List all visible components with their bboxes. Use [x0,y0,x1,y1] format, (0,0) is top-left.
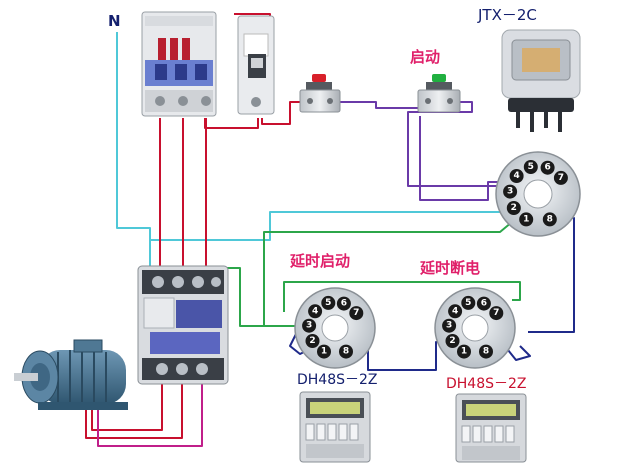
timer-left-pin-label-8: 8 [343,347,349,357]
relay-socket-pin-6 [540,160,555,175]
motor [14,339,128,410]
relay-socket-pin-label-6: 6 [544,163,550,173]
timer-right-pin-5 [461,295,476,310]
timer-right-pin-8 [479,344,493,359]
wire-relay-timer [263,221,513,327]
relay-socket-pin-label-1: 1 [523,214,529,224]
wires [85,13,575,447]
timer-right-pin-label-4: 4 [452,306,458,316]
wire-motor-v [85,380,183,439]
neutral-label: N [108,12,121,30]
wire-green-timers [283,281,521,312]
relay-socket-pin-8 [542,212,557,227]
timer-left-pin-5 [321,295,336,310]
timer-right-pin-4 [448,304,463,319]
start-button-label: 启动 [410,48,440,66]
timer-left-pin-label-3: 3 [306,321,312,331]
timer-right-pin-7 [489,306,504,321]
wire-motor-w [97,380,203,447]
timer-left-pin-3 [302,318,317,333]
relay-jtx-2c [501,29,581,132]
timer-left-model-label: DH48S－2Z [297,372,378,388]
timer-left-pin-label-4: 4 [312,306,318,316]
start-button [417,74,461,113]
timer-right-pin-label-1: 1 [461,347,467,357]
timer-right-pin-label-6: 6 [481,299,487,309]
wire-neutral-relay [150,211,500,241]
timer-left-pin-6 [336,296,351,311]
wire-motor-u [91,380,163,431]
timer-right-pin-2 [445,334,460,348]
timer-right-pin-label-8: 8 [483,347,489,357]
timer-right [455,393,527,463]
relay-socket-pin-label-3: 3 [507,187,513,197]
timer-left-pin-label-2: 2 [309,336,315,346]
relay-socket-pin-label-2: 2 [511,203,517,213]
timer-right-pin-label-3: 3 [446,321,452,331]
timer-left-pin-label-1: 1 [321,347,327,357]
timer-left-pin-8 [339,344,353,359]
delay-start-label: 延时启动 [289,252,350,270]
timer-right-pin-1 [457,344,471,359]
timer-left [299,391,371,463]
relay-socket-pin-3 [503,184,518,199]
timer-left-pin-label-6: 6 [341,299,347,309]
relay-socket-pin-4 [509,169,524,183]
timer-left-pin-2 [305,334,320,348]
timer-left-pin-1 [317,344,331,359]
timer-right-pin-label-7: 7 [493,308,499,318]
timer-left-pin-label-5: 5 [325,298,331,308]
timer-left-pin-label-7: 7 [353,308,359,318]
contactor [137,265,229,385]
relay-model-label: JTX－2C [477,6,537,24]
timer-right-pin-label-2: 2 [449,336,455,346]
relay-socket-pin-label-5: 5 [528,162,534,172]
timer-right-pin-6 [476,296,491,311]
control-breaker [237,15,275,115]
relay-socket-pin-label-4: 4 [513,171,519,181]
stop-button [299,74,341,113]
relay-socket-pin-label-7: 7 [558,173,564,183]
wire-stop-start [340,101,418,109]
relay-socket-pin-2 [506,201,521,215]
wire-control-red2 [261,101,302,125]
timer-right-pin-3 [442,318,457,333]
timer-right-model-label: DH48S－2Z [446,376,527,392]
wire-control-feed [204,118,259,129]
delay-off-label: 延时断电 [419,259,480,277]
wire-neutral [116,32,151,272]
relay-socket-pin-5 [523,160,538,174]
relay-socket-pin-7 [553,170,568,185]
relay-socket-pin-1 [519,212,534,227]
wire-navy-loop2 [507,345,531,361]
timer-right-pin-label-5: 5 [465,298,471,308]
timer-left-pin-7 [349,306,364,321]
timer-left-pin-4 [308,304,323,319]
three-pole-breaker [141,11,217,117]
relay-socket-pin-label-8: 8 [547,214,553,224]
